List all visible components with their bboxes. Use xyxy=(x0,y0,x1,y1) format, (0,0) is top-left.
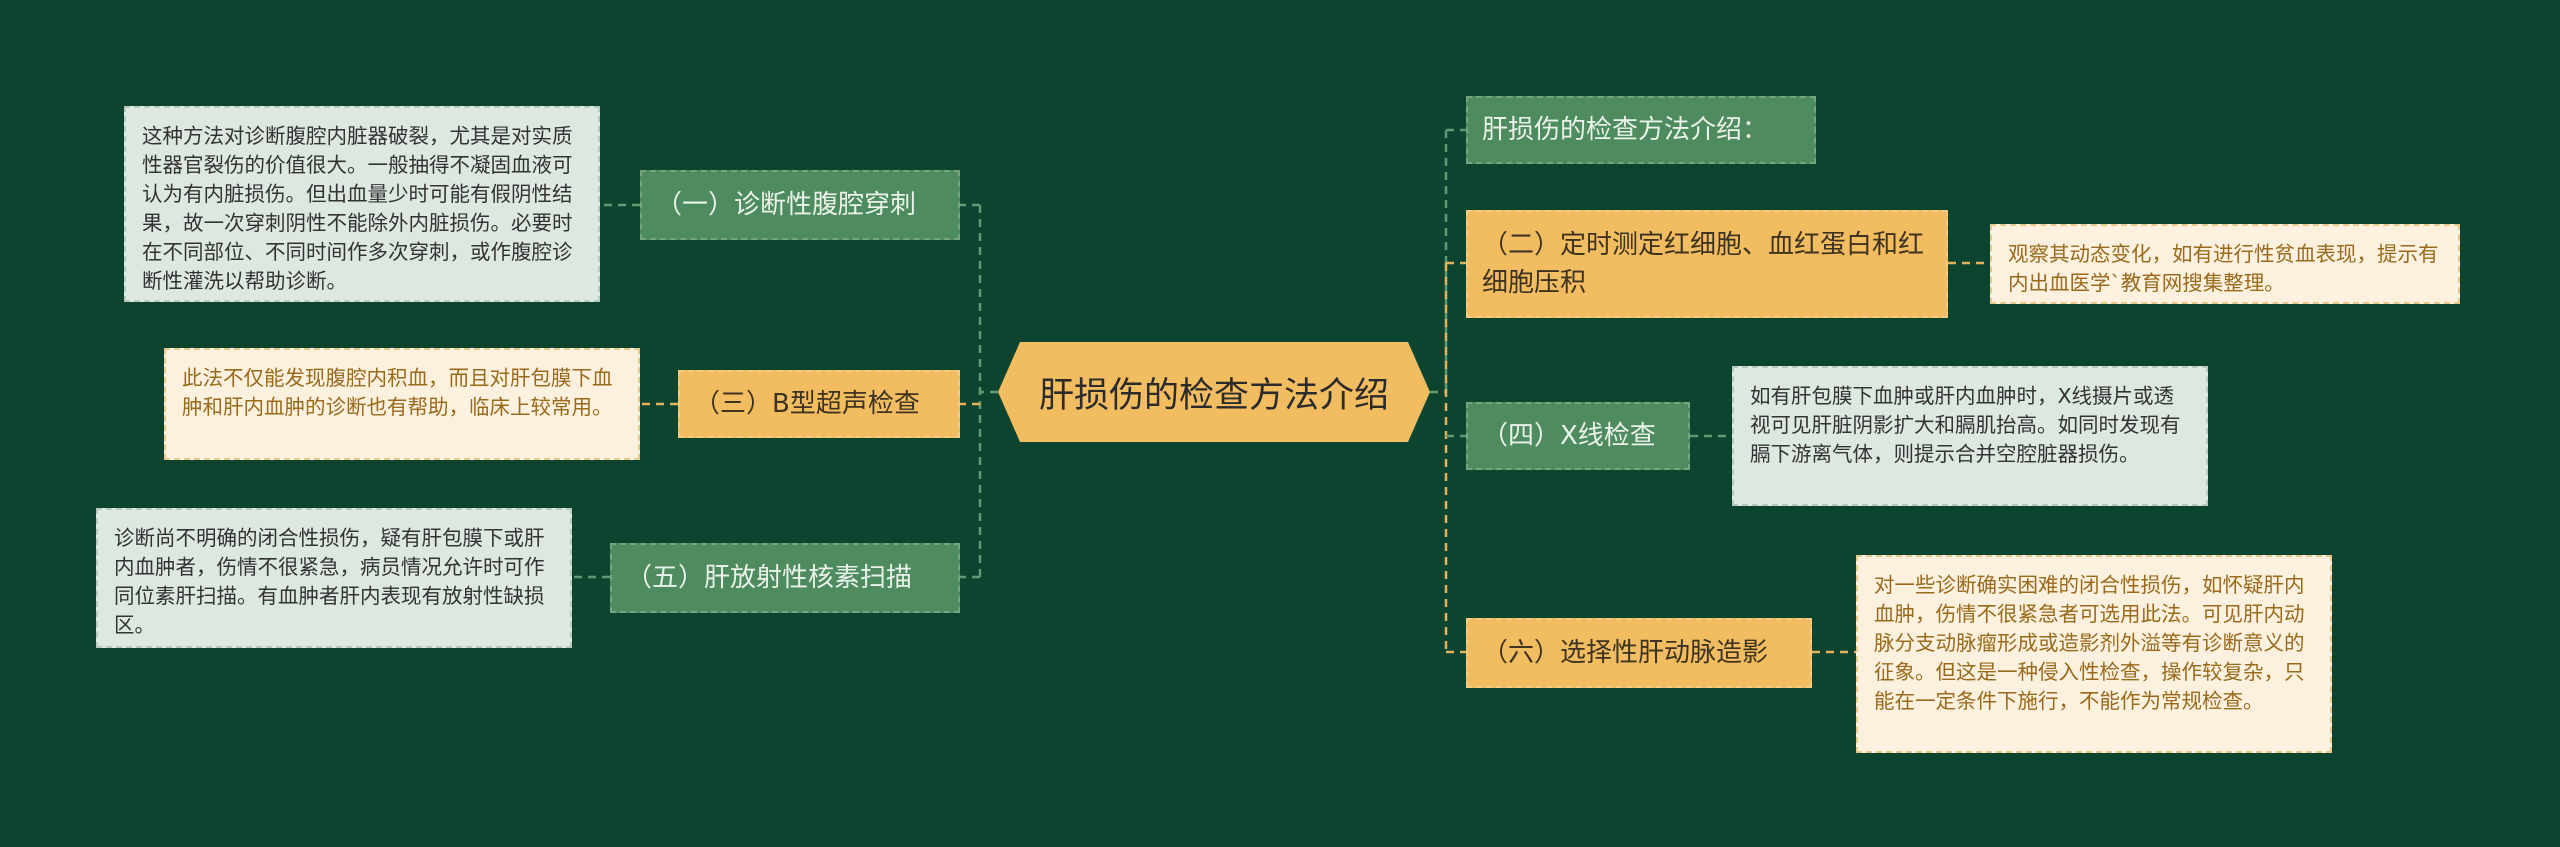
branch-label: （一）诊断性腹腔穿刺 xyxy=(656,190,917,220)
detail-diagnostic-puncture[interactable]: 这种方法对诊断腹腔内脏器破裂，尤其是对实质性器官裂伤的价值很大。一般抽得不凝固血… xyxy=(124,106,600,302)
branch-label: （三）B型超声检查 xyxy=(694,389,920,419)
detail-radionuclide-scan[interactable]: 诊断尚不明确的闭合性损伤，疑有肝包膜下或肝内血肿者，伤情不很紧急，病员情况允许时… xyxy=(96,508,572,648)
detail-text: 观察其动态变化，如有进行性贫血表现，提示有内出血医学`教育网搜集整理。 xyxy=(2008,242,2439,295)
detail-text: 对一些诊断确实困难的闭合性损伤，如怀疑肝内血肿，伤情不很紧急者可选用此法。可见肝… xyxy=(1874,573,2305,713)
branch-xray[interactable]: （四）X线检查 xyxy=(1466,402,1690,470)
detail-rbc-hemoglobin[interactable]: 观察其动态变化，如有进行性贫血表现，提示有内出血医学`教育网搜集整理。 xyxy=(1990,224,2460,304)
branch-label: （五）肝放射性核素扫描 xyxy=(626,563,913,593)
detail-hepatic-angiography[interactable]: 对一些诊断确实困难的闭合性损伤，如怀疑肝内血肿，伤情不很紧急者可选用此法。可见肝… xyxy=(1856,555,2332,753)
central-topic-label: 肝损伤的检查方法介绍 xyxy=(1038,375,1389,416)
branch-rbc-hemoglobin[interactable]: （二）定时测定红细胞、血红蛋白和红细胞压积 xyxy=(1466,210,1948,318)
detail-text: 诊断尚不明确的闭合性损伤，疑有肝包膜下或肝内血肿者，伤情不很紧急，病员情况允许时… xyxy=(114,526,545,637)
connector-right-trunk xyxy=(1430,130,1448,394)
detail-b-ultrasound[interactable]: 此法不仅能发现腹腔内积血，而且对肝包膜下血肿和肝内血肿的诊断也有帮助，临床上较常… xyxy=(164,348,640,460)
branch-label: （四）X线检查 xyxy=(1482,421,1656,451)
detail-text: 此法不仅能发现腹腔内积血，而且对肝包膜下血肿和肝内血肿的诊断也有帮助，临床上较常… xyxy=(182,366,613,419)
detail-xray[interactable]: 如有肝包膜下血肿或肝内血肿时，X线摄片或透视可见肝脏阴影扩大和膈肌抬高。如同时发… xyxy=(1732,366,2208,506)
central-topic[interactable]: 肝损伤的检查方法介绍 xyxy=(998,342,1430,442)
branch-label: 肝损伤的检查方法介绍： xyxy=(1482,115,1769,145)
branch-label: （六）选择性肝动脉造影 xyxy=(1482,638,1769,668)
branch-diagnostic-puncture[interactable]: （一）诊断性腹腔穿刺 xyxy=(640,170,960,240)
connector-left-trunk xyxy=(978,205,998,577)
detail-text: 这种方法对诊断腹腔内脏器破裂，尤其是对实质性器官裂伤的价值很大。一般抽得不凝固血… xyxy=(142,124,573,293)
branch-b-ultrasound[interactable]: （三）B型超声检查 xyxy=(678,370,960,438)
branch-radionuclide-scan[interactable]: （五）肝放射性核素扫描 xyxy=(610,543,960,613)
detail-text: 如有肝包膜下血肿或肝内血肿时，X线摄片或透视可见肝脏阴影扩大和膈肌抬高。如同时发… xyxy=(1750,384,2181,466)
branch-intro[interactable]: 肝损伤的检查方法介绍： xyxy=(1466,96,1816,164)
branch-hepatic-angiography[interactable]: （六）选择性肝动脉造影 xyxy=(1466,618,1812,688)
branch-label: （二）定时测定红细胞、血红蛋白和红细胞压积 xyxy=(1482,230,1925,298)
